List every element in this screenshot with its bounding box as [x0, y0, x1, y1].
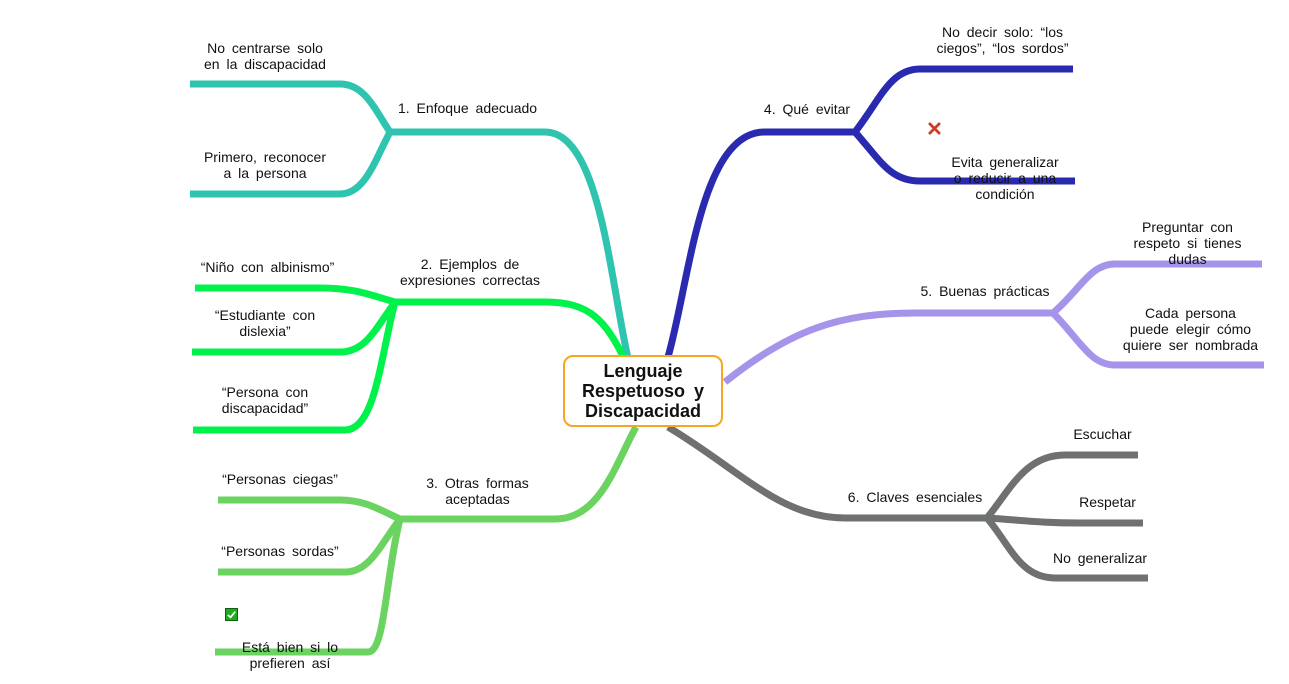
connector-branch-2-child-1 [195, 284, 396, 306]
connector-branch-6-child-2 [986, 514, 1143, 527]
branch-1-child-1-label[interactable]: No centrarse solo en la discapacidad [204, 40, 326, 72]
connector-branch-3 [400, 425, 640, 523]
branch-5-child-2-label[interactable]: Cada persona puede elegir cómo quiere se… [1122, 305, 1259, 353]
branch-1-label[interactable]: 1. Enfoque adecuado [397, 100, 538, 116]
connector-branch-6 [666, 423, 987, 522]
connector-branch-2-child-2 [192, 299, 398, 356]
branch-2-child-1-label[interactable]: “Niño con albinismo” [200, 259, 335, 275]
branch-4-child-2-node[interactable]: Evita generalizar o reducir a una condic… [925, 122, 1085, 202]
connector-branch-5-child-2 [1050, 310, 1264, 369]
branch-4-label[interactable]: 4. Qué evitar [763, 101, 851, 117]
connector-branch-4 [664, 128, 855, 358]
connector-branch-4-child-1 [852, 65, 1073, 135]
branch-6-child-3-label[interactable]: No generalizar [1052, 550, 1148, 566]
branch-3-child-3-label: Está bien si lo prefieren así [241, 639, 339, 671]
connector-branch-5 [722, 309, 1053, 385]
branch-2-child-2-label[interactable]: “Estudiante con dislexia” [214, 307, 316, 339]
branch-1-child-2-label[interactable]: Primero, reconocer a la persona [203, 149, 327, 181]
branch-6-child-2-label[interactable]: Respetar [1079, 494, 1136, 510]
branch-5-label[interactable]: 5. Buenas prácticas [920, 283, 1050, 299]
branch-5-child-1-label[interactable]: Preguntar con respeto si tienes dudas [1133, 219, 1242, 267]
connector-branch-1-child-1 [190, 80, 393, 134]
branch-2-label[interactable]: 2. Ejemplos de expresiones correctas [400, 256, 540, 288]
branch-6-child-1-label[interactable]: Escuchar [1073, 426, 1132, 442]
branch-3-child-1-label[interactable]: “Personas ciegas” [222, 471, 338, 487]
connector-branch-6-child-3 [984, 515, 1148, 582]
branch-2-child-3-label[interactable]: “Persona con discapacidad” [221, 384, 309, 416]
branch-3-child-2-label[interactable]: “Personas sordas” [221, 543, 339, 559]
connector-branch-3-child-3 [215, 518, 404, 656]
connector-branch-5-child-1 [1050, 260, 1262, 316]
check-icon [225, 608, 238, 621]
connector-branch-1 [390, 128, 632, 359]
connector-branch-3-child-2 [218, 516, 403, 576]
connector-branch-2-child-3 [193, 301, 399, 434]
branch-3-child-3-node[interactable]: Está bien si lo prefieren así [215, 607, 365, 671]
connector-branch-2 [395, 298, 629, 362]
branch-4-child-2-label: Evita generalizar o reducir a una condic… [951, 154, 1059, 202]
connector-branch-1-child-2 [190, 130, 394, 198]
connector-branch-4-child-2 [852, 129, 1075, 185]
central-topic[interactable]: Lenguaje Respetuoso y Discapacidad [563, 355, 723, 427]
cross-icon [928, 122, 941, 135]
branch-3-label[interactable]: 3. Otras formas aceptadas [426, 475, 529, 507]
branch-4-child-1-label[interactable]: No decir solo: “los ciegos”, “los sordos… [936, 24, 1069, 56]
connector-branch-3-child-1 [218, 496, 402, 523]
connector-branch-6-child-1 [984, 451, 1138, 521]
branch-6-label[interactable]: 6. Claves esenciales [847, 489, 983, 505]
